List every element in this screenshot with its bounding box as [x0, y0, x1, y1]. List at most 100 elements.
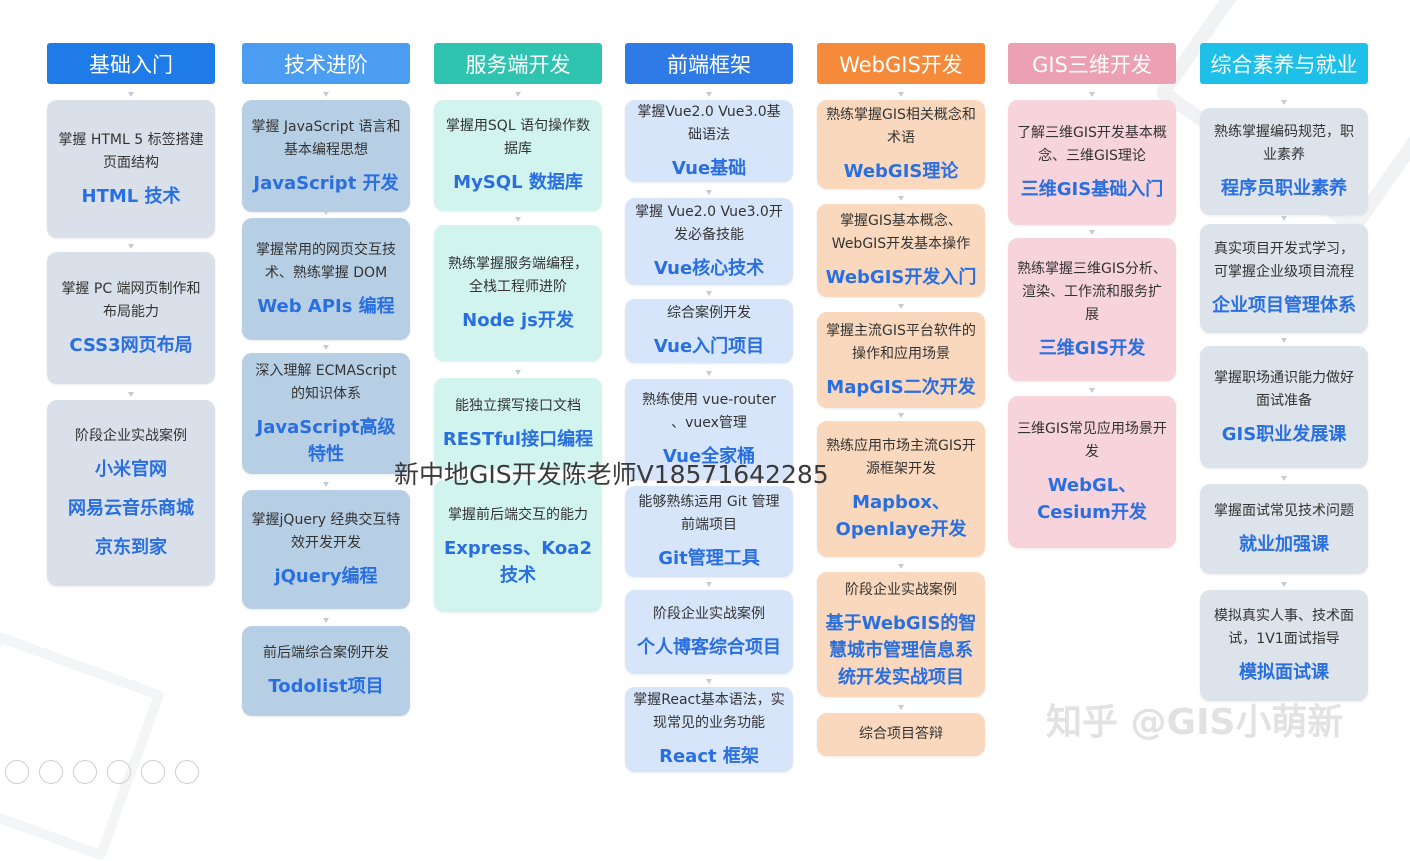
card-title: 模拟面试课: [1239, 662, 1329, 683]
card-description: 三维GIS常见应用场景开发: [1017, 421, 1167, 460]
card-title: JavaScript高级特性: [256, 416, 396, 465]
connector-arrow: [898, 196, 904, 201]
card-description: 掌握 PC 端网页制作和布局能力: [61, 280, 201, 320]
course-card: 三维GIS常见应用场景开发 WebGL、Cesium开发: [1008, 396, 1176, 548]
card-title: 程序员职业素养: [1221, 178, 1347, 199]
connector-arrow: [1281, 338, 1287, 343]
back-icon[interactable]: [5, 760, 29, 784]
connector-arrow: [323, 618, 329, 623]
card-description: 熟练应用市场主流GIS开源框架开发: [826, 438, 976, 477]
card-title: Web APIs 编程: [257, 295, 395, 317]
card-description: 掌握用SQL 语句操作数据库: [445, 118, 591, 157]
card-title: HTML 技术: [81, 185, 181, 207]
course-card: 真实项目开发式学习，可掌握企业级项目流程企业项目管理体系: [1200, 224, 1368, 333]
card-title: Todolist项目: [268, 676, 384, 697]
card-title: WebGL、Cesium开发: [1037, 475, 1147, 523]
card-title: 京东到家: [95, 537, 167, 558]
card-description: 掌握面试常见技术问题: [1214, 503, 1354, 519]
connector-arrow: [128, 92, 134, 97]
course-card: 前后端综合案例开发 Todolist项目: [242, 626, 410, 716]
connector-arrow: [1089, 230, 1095, 235]
connector-arrow: [706, 371, 712, 376]
viewer-toolbar: [5, 760, 199, 784]
course-card: 了解三维GIS开发基本概念、三维GIS理论三维GIS基础入门: [1008, 100, 1176, 225]
course-card: 阶段企业实战案例小米官网网易云音乐商城京东到家: [47, 400, 215, 586]
more-icon[interactable]: [175, 760, 199, 784]
card-title: MySQL 数据库: [453, 172, 583, 193]
connector-arrow: [898, 564, 904, 569]
connector-arrow: [323, 92, 329, 97]
card-title: 三维GIS开发: [1038, 337, 1146, 359]
connector-arrow: [706, 190, 712, 195]
column-header: WebGIS开发: [817, 43, 985, 84]
card-title: 个人博客综合项目: [637, 637, 781, 658]
card-title: React 框架: [659, 746, 759, 767]
column-header: 前端框架: [625, 43, 793, 84]
grid-icon[interactable]: [107, 760, 131, 784]
connector-arrow: [1281, 582, 1287, 587]
zoom-icon[interactable]: [141, 760, 165, 784]
card-title: WebGIS理论: [843, 161, 959, 182]
card-title: GIS职业发展课: [1221, 423, 1347, 445]
card-description: 前后端综合案例开发: [263, 645, 389, 661]
card-description: 掌握 HTML 5 标签搭建页面结构: [58, 131, 204, 171]
zhihu-watermark: 知乎 @GIS小萌新: [1046, 702, 1344, 743]
column-header: GIS三维开发: [1008, 43, 1176, 84]
card-description: 熟练掌握服务端编程，全栈工程师进阶: [448, 255, 588, 295]
connector-arrow: [706, 679, 712, 684]
connector-arrow: [128, 392, 134, 397]
card-title: 小米官网: [95, 459, 167, 480]
card-title: 三维GIS基础入门: [1020, 179, 1164, 200]
course-card: 熟练掌握编码规范，职业素养程序员职业素养: [1200, 108, 1368, 215]
course-card: 深入理解 ECMAScript 的知识体系 JavaScript高级特性: [242, 353, 410, 474]
forward-icon[interactable]: [39, 760, 63, 784]
card-description: 能独立撰写接口文档: [455, 397, 581, 414]
course-card: 掌握 JavaScript 语言和基本编程思想 JavaScript 开发: [242, 100, 410, 212]
card-title: 网易云音乐商城: [68, 498, 194, 519]
contact-watermark: 新中地GIS开发陈老师V18571642285: [394, 460, 829, 489]
card-description: 掌握前后端交互的能力: [448, 506, 588, 523]
course-card: 熟练掌握三维GIS分析、渲染、工作流和服务扩展三维GIS开发: [1008, 238, 1176, 381]
card-title: Express、Koa2技术: [444, 537, 592, 586]
connector-arrow: [898, 413, 904, 418]
card-title: JavaScript 开发: [253, 172, 399, 194]
card-description: 掌握Vue2.0 Vue3.0基础语法: [637, 103, 781, 143]
connector-arrow: [323, 482, 329, 487]
card-title: WebGIS开发入门: [825, 267, 977, 288]
course-card: 掌握面试常见技术问题就业加强课: [1200, 484, 1368, 574]
card-title: 基于WebGIS的智慧城市管理信息系统开发实战项目: [825, 612, 977, 688]
card-title: 就业加强课: [1239, 534, 1329, 555]
card-description: 掌握主流GIS平台软件的操作和应用场景: [826, 322, 976, 362]
pen-icon[interactable]: [73, 760, 97, 784]
card-description: 掌握 Vue2.0 Vue3.0开发必备技能: [635, 204, 783, 243]
card-title: Git管理工具: [658, 548, 760, 569]
card-description: 熟练掌握GIS相关概念和术语: [826, 107, 976, 146]
connector-arrow: [1281, 216, 1287, 221]
card-description: 深入理解 ECMAScript 的知识体系: [255, 362, 397, 402]
card-title: MapGIS二次开发: [826, 376, 976, 398]
card-title: 企业项目管理体系: [1212, 295, 1356, 316]
card-description: 能够熟练运用 Git 管理前端项目: [638, 494, 780, 533]
card-description: 掌握 JavaScript 语言和基本编程思想: [251, 118, 401, 158]
course-card: 掌握主流GIS平台软件的操作和应用场景 MapGIS二次开发: [817, 312, 985, 408]
course-card: 熟练掌握GIS相关概念和术语 WebGIS理论: [817, 100, 985, 189]
card-description: 模拟真实人事、技术面试，1V1面试指导: [1214, 608, 1354, 647]
column-7: 综合素养与就业熟练掌握编码规范，职业素养程序员职业素养真实项目开发式学习，可掌握…: [1200, 43, 1368, 701]
course-card: 掌握前后端交互的能力 Express、Koa2技术: [434, 480, 602, 612]
card-title: RESTful接口编程: [442, 428, 594, 450]
connector-arrow: [128, 244, 134, 249]
connector-arrow: [1089, 388, 1095, 393]
card-description: 熟练使用 vue-router 、vuex管理: [641, 392, 777, 431]
card-description: 综合项目答辩: [859, 726, 943, 742]
connector-arrow: [1281, 100, 1287, 105]
connector-arrow: [323, 345, 329, 350]
card-title: Mapbox、Openlaye开发: [835, 492, 967, 540]
column-header: 技术进阶: [242, 43, 410, 84]
